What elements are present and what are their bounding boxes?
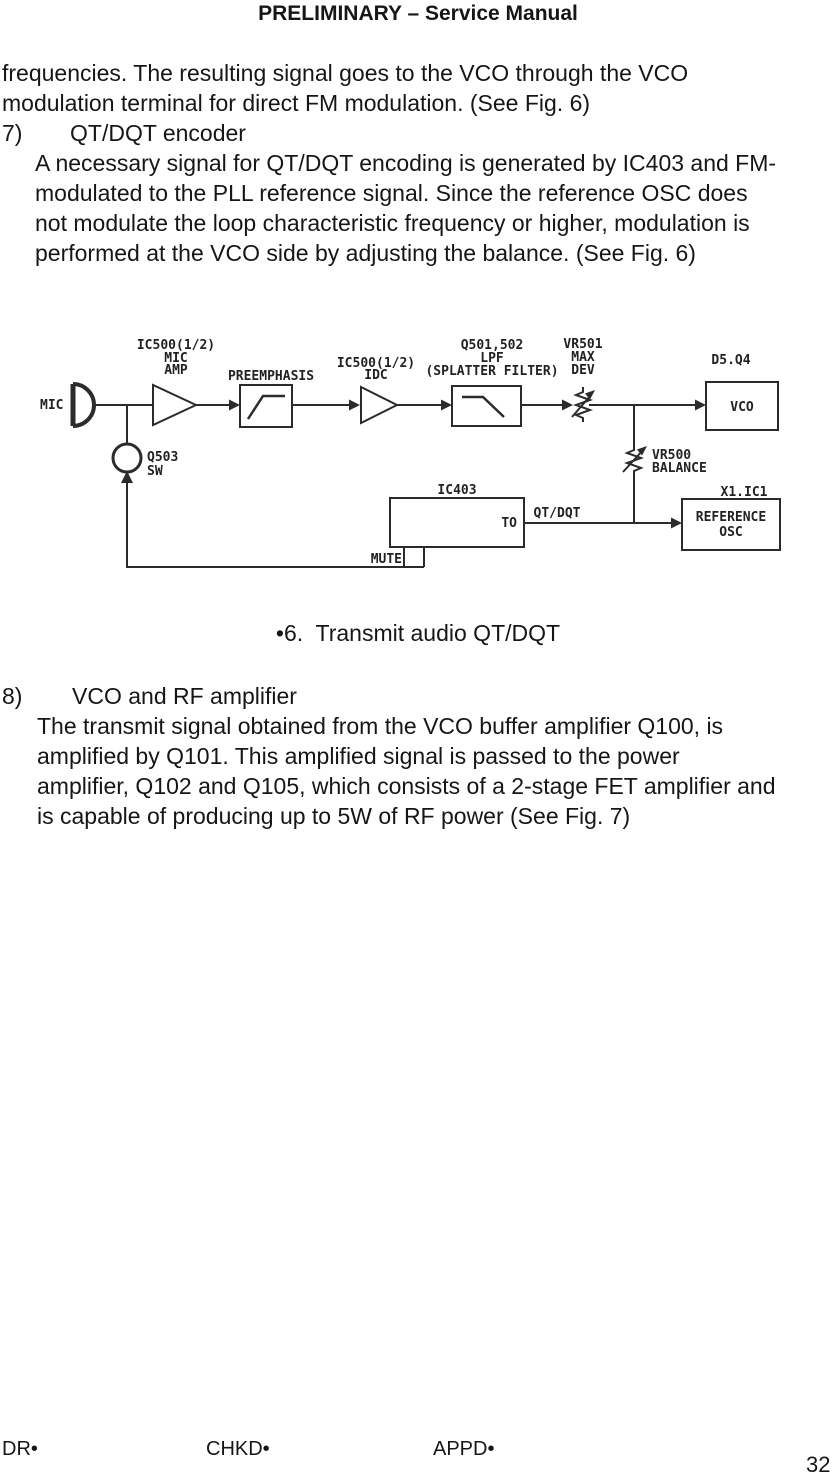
ic403-box [389,497,525,548]
lpf-label: (SPLATTER FILTER) [425,364,558,379]
vco-box [705,381,779,431]
arrowhead-icon [229,399,240,411]
mic-label: MIC [40,398,63,413]
vco-label: VCO [730,400,754,415]
item7-line: A necessary signal for QT/DQT encoding i… [35,150,777,176]
lpf-curve-icon [462,395,505,418]
mic-amp-label: IC500(1/2) [137,338,215,353]
lpf-label: LPF [480,351,504,366]
vr501-label: MAX [571,350,595,365]
reference-osc-label: OSC [719,525,742,540]
intro-line: frequencies. The resulting signal goes t… [2,60,689,86]
qtdqt-label: QT/DQT [534,506,581,521]
item8-line: amplifier, Q102 and Q105, which consists… [37,773,776,799]
mic-amp-symbol [152,383,199,427]
footer-appd: APPD• [433,1438,495,1460]
figure6-caption: •6. Transmit audio QT/DQT [275,620,561,646]
vco-ref-label: D5.Q4 [711,353,750,368]
page-number: 32 [806,1452,831,1475]
preemphasis-box [239,384,293,428]
item7-number: 7) [2,120,23,146]
vr500-symbol [622,446,647,475]
arrowhead-icon [671,517,682,529]
arrowhead-icon [349,399,360,411]
reference-osc-label: REFERENCE [696,510,766,525]
preemphasis-label: PREEMPHASIS [228,369,314,384]
mute-feedback-wire [121,471,425,568]
arrowhead-icon [695,399,706,411]
item8-number: 8) [2,683,23,709]
to-pin-label: TO [501,516,517,531]
vr501-label: VR501 [563,337,602,352]
footer-dr: DR• [2,1438,38,1460]
q503-switch-symbol [111,442,143,474]
vr500-label: VR500 [652,448,691,463]
ic403-label: IC403 [437,483,476,498]
footer-chkd: CHKD• [206,1438,270,1460]
reference-osc-box [681,498,781,551]
mic-symbol [70,382,96,428]
lpf-label: Q501,502 [461,338,524,353]
figure6-diagram: MIC Q503 SW IC500(1/2) MIC AMP PREEMPHAS… [40,337,781,568]
preemphasis-curve-icon [246,394,285,420]
item8-line: is capable of producing up to 5W of RF p… [37,803,631,829]
page-header: PRELIMINARY – Service Manual [258,2,578,25]
item8-line: The transmit signal obtained from the VC… [37,713,724,739]
idc-label: IC500(1/2) [337,356,415,371]
mic-amp-label: MIC [164,351,187,366]
reference-osc-ref-label: X1.IC1 [721,485,768,500]
mic-amp-label: AMP [164,363,188,378]
item8-line: amplified by Q101. This amplified signal… [37,743,680,769]
vr501-symbol [571,387,595,422]
q503-label: Q503 [147,450,178,465]
item7-line: modulated to the PLL reference signal. S… [35,180,748,206]
q503-label: SW [147,464,163,479]
arrowhead-icon [441,399,452,411]
vr500-label: BALANCE [652,461,707,476]
item7-title: QT/DQT encoder [70,120,246,146]
arrowhead-icon [562,399,573,411]
item7-line: not modulate the loop characteristic fre… [35,210,750,236]
lpf-box [451,385,522,427]
idc-label: IDC [364,368,387,383]
vr501-label: DEV [571,363,595,378]
mute-label: MUTE [371,552,402,567]
idc-symbol [360,385,400,425]
item8-title: VCO and RF amplifier [72,683,297,709]
intro-line: modulation terminal for direct FM modula… [2,90,591,116]
item7-line: performed at the VCO side by adjusting t… [35,240,696,266]
